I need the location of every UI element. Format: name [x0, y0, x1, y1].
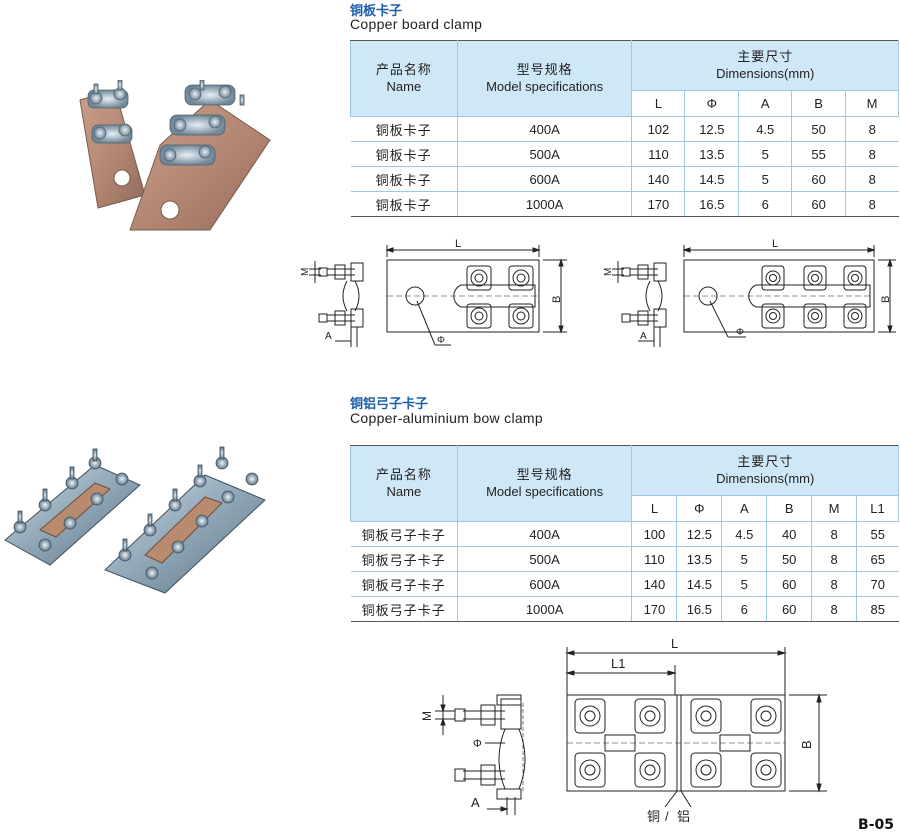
label-L: L [671, 636, 678, 651]
col-A: A [721, 495, 768, 522]
col-L: L [631, 495, 678, 522]
svg-text:/: / [665, 809, 669, 824]
label-B: B [880, 296, 892, 303]
col-M: M [811, 495, 858, 522]
copper-board-clamp-diagram-small: L B M A Φ [300, 238, 567, 347]
label-aluminium: 铝 [677, 809, 690, 824]
col-phi: Φ [676, 495, 723, 522]
page-number: B-05 [858, 817, 894, 833]
bow-clamp-photo [4, 446, 266, 594]
col-A: A [738, 90, 793, 117]
section2-title-en: Copper-aluminium bow clamp [350, 410, 543, 426]
col-L: L [631, 90, 686, 117]
label-B: B [799, 740, 814, 749]
section2-title-cn: 铜铝弓子卡子 [350, 397, 429, 412]
col-B: B [766, 495, 813, 522]
label-M: M [300, 268, 311, 276]
label-phi: Φ [437, 335, 445, 346]
col-L1: L1 [856, 495, 899, 522]
section1-title-cn: 铜板卡子 [350, 4, 403, 19]
label-L: L [455, 238, 461, 250]
col-B: B [791, 90, 847, 117]
label-A: A [325, 331, 332, 342]
col-phi: Φ [684, 90, 740, 117]
section1-title-en: Copper board clamp [350, 16, 483, 32]
bow-clamp-diagram: L L1 B 铜 / 铝 M Φ A [420, 636, 827, 824]
copper-board-clamp-diagram-large: L B M A Φ [603, 238, 896, 347]
label-B: B [551, 296, 563, 303]
label-A: A [640, 331, 647, 342]
label-A: A [471, 795, 480, 810]
label-M: M [420, 711, 434, 721]
label-M: M [603, 268, 614, 276]
label-phi: Φ [473, 738, 482, 750]
label-phi: Φ [736, 327, 744, 338]
col-M: M [845, 90, 899, 117]
label-L1: L1 [611, 656, 625, 671]
copper-board-clamp-photo [79, 80, 271, 231]
label-L: L [772, 238, 778, 250]
label-copper: 铜 [647, 809, 660, 824]
